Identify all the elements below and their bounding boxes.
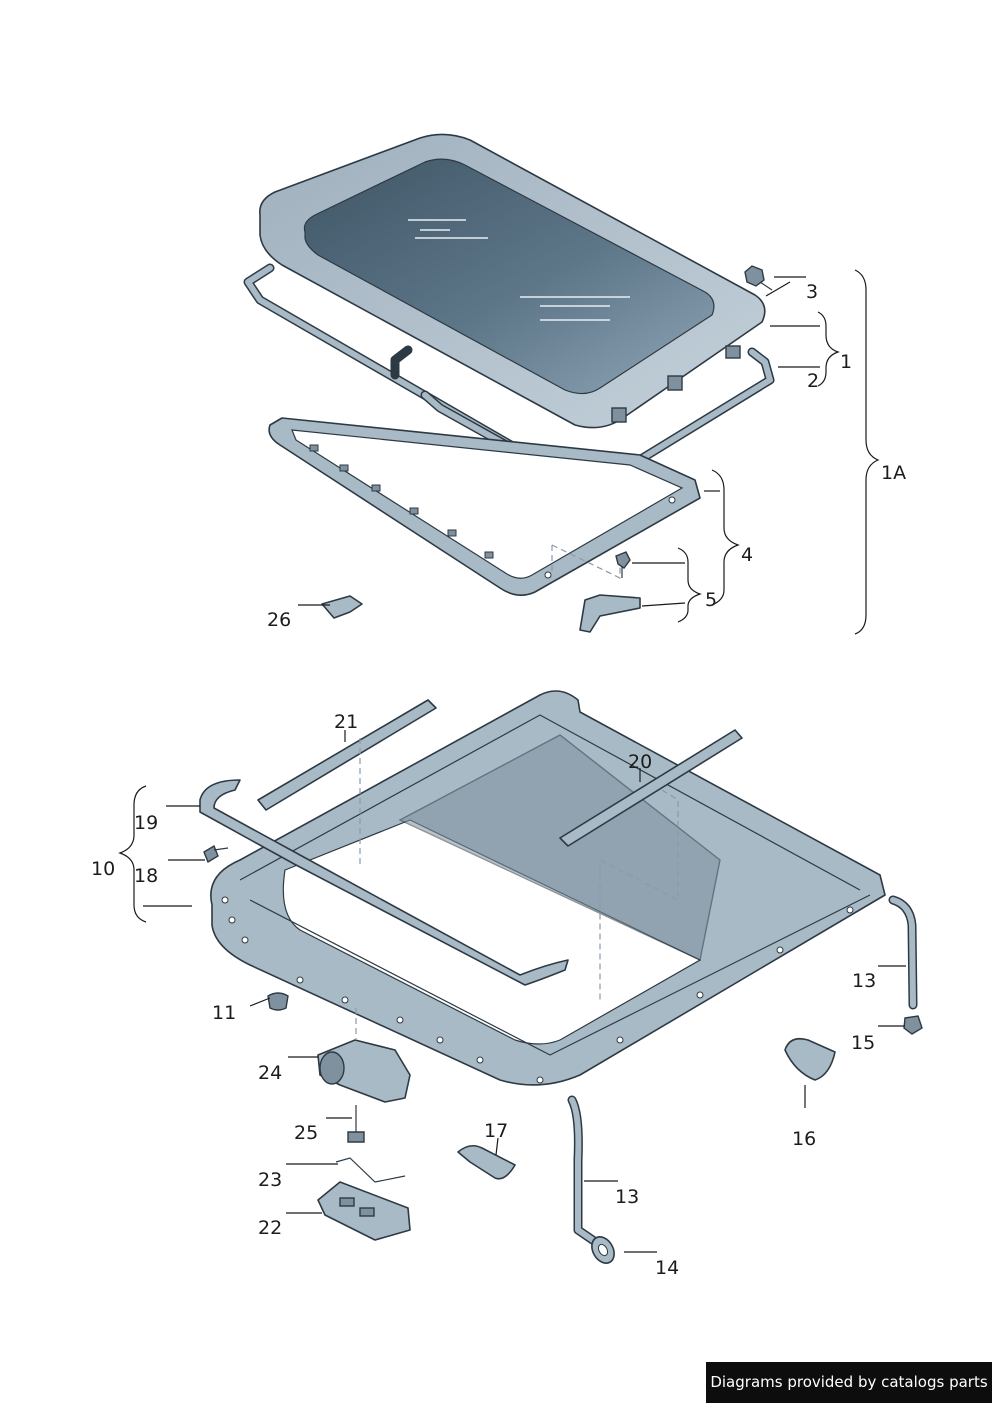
callout-17: 17: [484, 1120, 508, 1142]
drain-hose-part-13-right: [888, 895, 918, 1010]
callout-10: 10: [91, 858, 115, 880]
callout-3: 3: [806, 281, 818, 303]
callout-11: 11: [212, 1002, 236, 1024]
callout-18: 18: [134, 865, 158, 887]
leader-lines: [143, 276, 906, 1253]
drive-motor-part-24: [317, 1039, 411, 1103]
callout-26: 26: [267, 609, 291, 631]
callout-24: 24: [258, 1062, 282, 1084]
group-braces: [118, 269, 880, 923]
callout-4: 4: [741, 544, 753, 566]
glass-panel-part-1: [258, 133, 766, 429]
callout-23: 23: [258, 1169, 282, 1191]
clip-part-16: [784, 1037, 836, 1081]
callout-25: 25: [294, 1122, 318, 1144]
callout-16: 16: [792, 1128, 816, 1150]
callout-1: 1: [840, 351, 852, 373]
callout-5: 5: [705, 589, 717, 611]
guide-rail-part-21: [257, 699, 437, 811]
callout-13-right: 13: [852, 970, 876, 992]
callout-labels: 1A 1 2 3 4 5 26 21 20 19 10 18 11 13 15 …: [91, 281, 906, 1279]
callout-21: 21: [334, 711, 358, 733]
seal-strip-part-19: [199, 779, 569, 986]
callout-13-lower: 13: [615, 1186, 639, 1208]
callout-1a: 1A: [881, 462, 906, 484]
bolt-part-25: [347, 1105, 365, 1143]
valve-part-15: [903, 1015, 923, 1035]
clip-part-26: [321, 595, 363, 619]
callout-20: 20: [628, 751, 652, 773]
cover-part-22: [317, 1181, 411, 1241]
grommet-part-11: [267, 992, 289, 1011]
footer-credit-badge: Diagrams provided by catalogs parts: [706, 1362, 992, 1403]
screw-part-3: [744, 265, 773, 291]
callout-15: 15: [851, 1032, 875, 1054]
drain-hose-part-13-lower: [567, 1095, 605, 1250]
callout-2: 2: [807, 370, 819, 392]
plug-part-18: [203, 844, 229, 864]
crank-handle-part-23: [335, 1157, 406, 1183]
callout-14: 14: [655, 1257, 679, 1279]
main-frame-part-10: [210, 690, 886, 1086]
frame-part-4: [268, 417, 701, 596]
callout-19: 19: [134, 812, 158, 834]
guide-rail-part-20: [559, 729, 743, 847]
drain-fitting-part-14: [591, 1236, 615, 1264]
clip-part-17: [457, 1144, 516, 1180]
callout-22: 22: [258, 1217, 282, 1239]
bracket-part-5: [579, 551, 641, 633]
